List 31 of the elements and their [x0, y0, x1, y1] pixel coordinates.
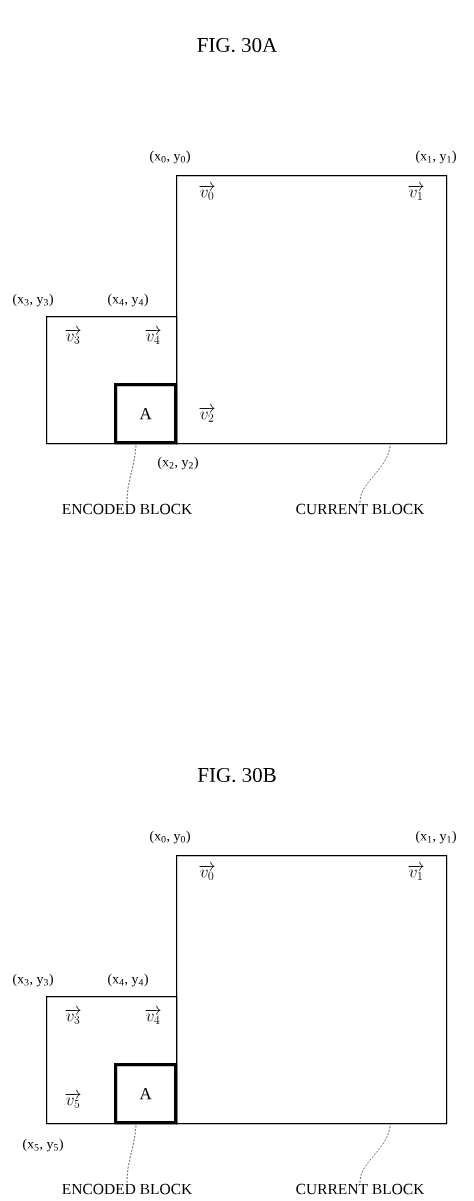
block-label: CURRENT BLOCK	[296, 1183, 425, 1195]
coordinate-label: (x$_{0}$, y$_{0}$)	[150, 830, 190, 844]
block-box: A	[114, 1063, 178, 1125]
coordinate-label: (x$_{4}$, y$_{4}$)	[108, 973, 148, 987]
block-box: A	[114, 383, 178, 445]
leader-line	[126, 443, 137, 503]
vector-label: $\overrightarrow{v_{4}}$	[145, 1005, 161, 1024]
vector-label: $\overrightarrow{v_{3}}$	[65, 325, 81, 344]
coordinate-label: (x$_{5}$, y$_{5}$)	[23, 1138, 63, 1152]
block-label: ENCODED BLOCK	[62, 503, 193, 515]
vector-label: $\overrightarrow{v_{3}}$	[65, 1005, 81, 1024]
leader-line	[126, 1123, 137, 1183]
block-label: ENCODED BLOCK	[62, 1183, 193, 1195]
vector-label: $\overrightarrow{v_{0}}$	[199, 181, 215, 200]
vector-label: $\overrightarrow{v_{0}}$	[199, 861, 215, 880]
coordinate-label: (x$_{4}$, y$_{4}$)	[108, 293, 148, 307]
leader-line	[359, 443, 391, 503]
leader-line	[359, 1123, 391, 1183]
vector-label: $\overrightarrow{v_{2}}$	[199, 403, 215, 422]
coordinate-label: (x$_{1}$, y$_{1}$)	[416, 150, 456, 164]
coordinate-label: (x$_{3}$, y$_{3}$)	[13, 973, 53, 987]
coordinate-label: (x$_{2}$, y$_{2}$)	[158, 456, 198, 470]
vector-label: $\overrightarrow{v_{1}}$	[408, 861, 424, 880]
coordinate-label: (x$_{3}$, y$_{3}$)	[13, 293, 53, 307]
vector-label: $\overrightarrow{v_{4}}$	[145, 325, 161, 344]
coordinate-label: (x$_{1}$, y$_{1}$)	[416, 830, 456, 844]
figure-title: FIG. 30A	[197, 37, 278, 53]
vector-label: $\overrightarrow{v_{1}}$	[408, 181, 424, 200]
block-label: CURRENT BLOCK	[296, 503, 425, 515]
block-box	[176, 855, 448, 1125]
block-box	[176, 175, 448, 445]
